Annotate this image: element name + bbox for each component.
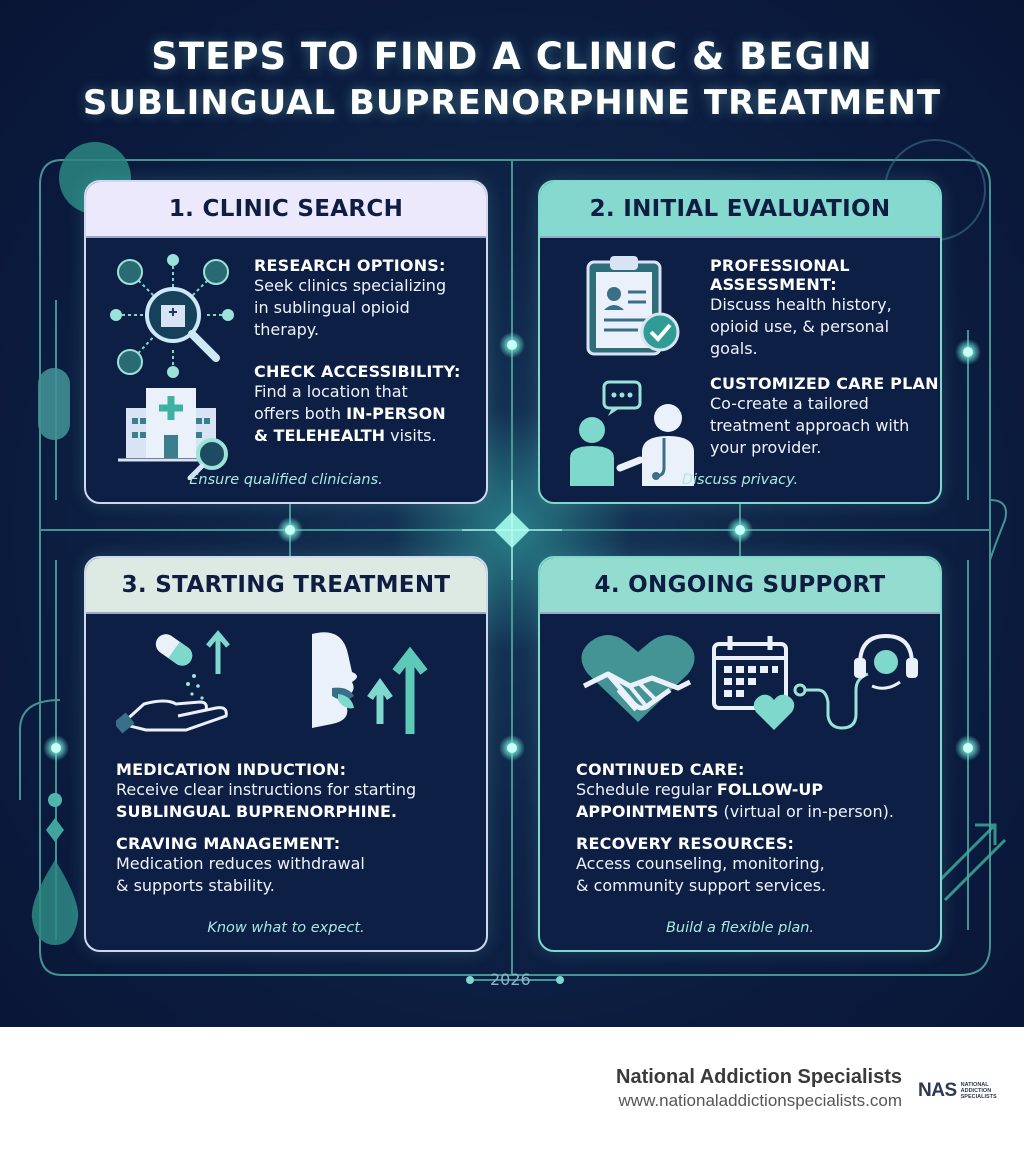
logo-wordmark: NATIONAL ADDICTION SPECIALISTS (961, 1082, 997, 1100)
face-tongue-arrows-icon (312, 632, 428, 734)
step-footer: Build a flexible plan. (665, 920, 815, 936)
medication-induction-line: Receive clear instructions for starting (116, 780, 417, 799)
step-header: 3. STARTING TREATMENT (86, 558, 486, 614)
step-footer: Ensure qualified clinicians. (189, 472, 383, 488)
check-accessibility-line: & TELEHEALTH visits. (254, 425, 461, 447)
headset-support-icon (854, 633, 918, 690)
logo-mark: NAS (918, 1080, 957, 1101)
poster-title: STEPS TO FIND A CLINIC & BEGIN SUBLINGUA… (0, 34, 1024, 126)
professional-assessment-line: goals. (710, 339, 758, 358)
customized-care-plan-line: Co-create a tailored (710, 394, 869, 413)
emphasis-appointments: APPOINTMENTS (576, 802, 719, 821)
year-label: 2026 (490, 970, 531, 989)
brand-footer: National Addiction Specialists www.natio… (616, 1066, 902, 1111)
nas-logo: NAS NATIONAL ADDICTION SPECIALISTS (918, 1080, 997, 1102)
step-header: 2. INITIAL EVALUATION (540, 182, 940, 238)
logo-word: NATIONAL (960, 1082, 989, 1088)
research-options-line: Seek clinics specializing (254, 276, 447, 295)
step-card-initial-evaluation: 2. INITIAL EVALUATION PROFESSIONAL (538, 180, 942, 504)
brand-name: National Addiction Specialists (616, 1066, 902, 1088)
emphasis-follow-up: FOLLOW-UP (716, 780, 824, 799)
text-span: offers both (254, 404, 347, 423)
text-span: visits. (385, 426, 437, 445)
clipboard-check-icon (586, 256, 680, 356)
step-header: 4. ONGOING SUPPORT (540, 558, 940, 614)
research-options-heading: RESEARCH OPTIONS: (254, 256, 446, 275)
text-span: Schedule regular (576, 780, 717, 799)
research-options-line: in sublingual opioid (254, 298, 410, 317)
infographic-poster: STEPS TO FIND A CLINIC & BEGIN SUBLINGUA… (0, 0, 1024, 1027)
hospital-search-icon (118, 388, 228, 480)
medication-induction-block: MEDICATION INDUCTION: Receive clear inst… (116, 760, 416, 823)
step-card-starting-treatment: 3. STARTING TREATMENT MEDICATION INDUCTI… (84, 556, 488, 952)
title-line-1: STEPS TO FIND A CLINIC & BEGIN (151, 35, 873, 78)
check-accessibility-line: offers both IN-PERSON (254, 403, 461, 425)
professional-assessment-heading: ASSESSMENT: (710, 275, 837, 294)
title-line-2: SUBLINGUAL BUPRENORPHINE TREATMENT (82, 83, 942, 123)
hand-pill-icon (116, 630, 230, 734)
professional-assessment-block: PROFESSIONAL ASSESSMENT: Discuss health … (710, 256, 892, 360)
craving-management-line: & supports stability. (116, 876, 275, 895)
check-accessibility-line: Find a location that (254, 382, 408, 401)
research-options-block: RESEARCH OPTIONS: Seek clinics specializ… (254, 256, 446, 341)
craving-management-block: CRAVING MANAGEMENT: Medication reduces w… (116, 834, 365, 897)
continued-care-block: CONTINUED CARE: Schedule regular FOLLOW-… (576, 760, 894, 823)
craving-management-line: Medication reduces withdrawal (116, 854, 365, 873)
professional-assessment-heading: PROFESSIONAL (710, 256, 850, 275)
professional-assessment-line: opioid use, & personal (710, 317, 890, 336)
emphasis-in-person: IN-PERSON (346, 404, 446, 423)
text-span: (virtual or in-person). (718, 802, 894, 821)
step-card-clinic-search: 1. CLINIC SEARCH (84, 180, 488, 504)
network-search-icon (110, 254, 234, 378)
customized-care-plan-line: your provider. (710, 438, 822, 457)
recovery-resources-block: RECOVERY RESOURCES: Access counseling, m… (576, 834, 826, 897)
professional-assessment-line: Discuss health history, (710, 295, 892, 314)
continued-care-line: APPOINTMENTS (virtual or in-person). (576, 801, 894, 823)
medication-induction-heading: MEDICATION INDUCTION: (116, 760, 347, 779)
customized-care-plan-heading: CUSTOMIZED CARE PLAN: (710, 374, 942, 393)
handshake-heart-icon (581, 635, 695, 722)
step-header: 1. CLINIC SEARCH (86, 182, 486, 238)
logo-word: SPECIALISTS (960, 1094, 997, 1100)
medication-induction-line: SUBLINGUAL BUPRENORPHINE. (116, 801, 416, 823)
calendar-heart-icon (712, 636, 869, 730)
recovery-resources-line: Access counseling, monitoring, (576, 854, 825, 873)
step-footer: Discuss privacy. (681, 472, 799, 488)
logo-word: ADDICTION (960, 1088, 992, 1094)
brand-url[interactable]: www.nationaladdictionspecialists.com (618, 1091, 902, 1110)
recovery-resources-line: & community support services. (576, 876, 827, 895)
emphasis-telehealth: & TELEHEALTH (254, 426, 386, 445)
emphasis-sublingual-buprenorphine: SUBLINGUAL BUPRENORPHINE. (116, 802, 397, 821)
customized-care-plan-line: treatment approach with (710, 416, 910, 435)
doctor-patient-chat-icon (570, 380, 694, 486)
step-footer: Know what to expect. (207, 920, 365, 936)
continued-care-line: Schedule regular FOLLOW-UP (576, 779, 894, 801)
step-card-ongoing-support: 4. ONGOING SUPPORT (538, 556, 942, 952)
craving-management-heading: CRAVING MANAGEMENT: (116, 834, 341, 853)
customized-care-plan-block: CUSTOMIZED CARE PLAN: Co-create a tailor… (710, 374, 942, 459)
check-accessibility-heading: CHECK ACCESSIBILITY: (254, 362, 461, 381)
continued-care-heading: CONTINUED CARE: (576, 760, 745, 779)
research-options-line: therapy. (254, 320, 320, 339)
check-accessibility-block: CHECK ACCESSIBILITY: Find a location tha… (254, 362, 461, 447)
recovery-resources-heading: RECOVERY RESOURCES: (576, 834, 795, 853)
